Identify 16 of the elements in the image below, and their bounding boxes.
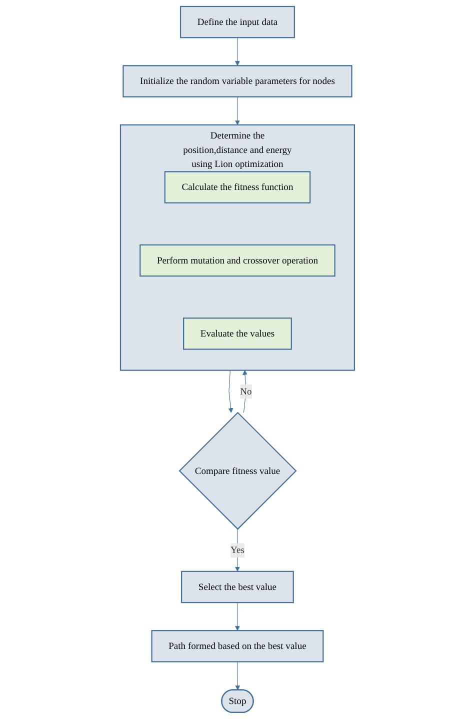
arrow [234,661,240,690]
arrow [234,37,240,66]
node-box: Initialize the random variable parameters for nodes [122,65,352,98]
node-diamond: Compare fitness value [178,412,296,530]
arrow [234,96,240,126]
edge-label: No [240,386,252,397]
node-box: Perform mutation and crossover operation [139,244,335,277]
node-box: Define the input data [180,6,294,38]
arrow [234,602,240,631]
node-box: Select the best value [180,570,294,604]
node-box: Evaluate the values [182,318,292,350]
edge-label: Yes [230,544,244,556]
node-box: Calculate the fitness function [164,171,310,204]
node-box: Path formed based on the best value [150,630,324,662]
arrow [242,370,247,413]
arrow [228,370,233,413]
